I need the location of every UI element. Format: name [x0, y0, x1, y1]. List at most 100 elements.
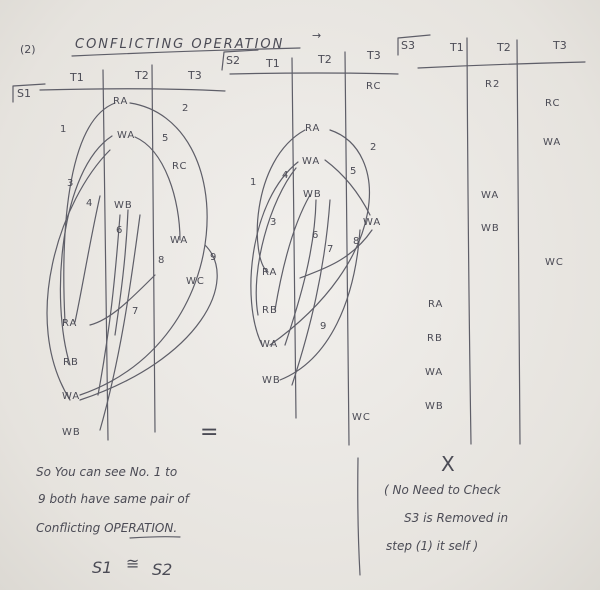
s2-op-4: WB: [303, 189, 322, 200]
s1-arc-9: [79, 244, 218, 401]
s2-column-divider-2: [344, 51, 350, 446]
s1-arc-5: [134, 136, 181, 241]
s2-op-5: WA: [363, 217, 382, 228]
s1-col-t1: T1: [70, 71, 84, 84]
equivalence-right: S2: [152, 560, 173, 579]
s1-op-5: WA: [170, 235, 189, 246]
s1-arc-6: [97, 214, 121, 396]
s3-note-line-2: S3 is Removed in: [404, 511, 509, 525]
s2-pair-9: 9: [320, 321, 327, 332]
s2-op-9: WB: [262, 375, 281, 386]
s2-arc-7: [291, 199, 331, 386]
s1-op-10: WB: [62, 427, 81, 438]
s1-pair-2: 2: [182, 103, 189, 114]
s2-pair-1: 1: [250, 177, 257, 188]
s1-op-4: WB: [114, 200, 133, 211]
s1-header-underline: [39, 88, 226, 92]
s2-col-t2: T2: [318, 53, 332, 66]
s1-arc-3: [59, 135, 113, 366]
s1-pair-6: 6: [116, 225, 123, 236]
conclusion-line-2: 9 both have same pair of: [38, 492, 189, 506]
s1-op-1: RA: [113, 96, 129, 107]
s3-op-6: WC: [545, 257, 564, 268]
s3-col-t1: T1: [450, 41, 464, 54]
s3-col-t2: T2: [497, 41, 511, 54]
s2-arc-1: [256, 129, 306, 273]
s1-arc-10: [99, 214, 141, 431]
s1-op-9: WA: [62, 391, 81, 402]
s2-pair-6: 6: [312, 230, 319, 241]
s3-op-8: RB: [427, 333, 443, 344]
heading-number: (2): [20, 43, 36, 56]
s2-arc-4: [324, 159, 371, 216]
equivalence-underline: [129, 536, 181, 539]
s2-arc-5: [274, 194, 311, 311]
s1-op-3: RC: [172, 161, 188, 172]
s2-pair-5: 5: [350, 166, 357, 177]
s3-cross-mark: X: [441, 452, 455, 476]
conclusion-line-1: So You can see No. 1 to: [36, 465, 178, 479]
s1-op-2: WA: [117, 130, 136, 141]
s1-pair-1: 1: [60, 124, 67, 135]
s1-col-t3: T3: [188, 69, 202, 82]
s1-pair-3: 3: [67, 178, 74, 189]
s1-op-8: RB: [63, 357, 79, 368]
s3-op-9: WA: [425, 367, 444, 378]
s1-pair-5: 5: [162, 133, 169, 144]
s3-op-1: R2: [485, 79, 501, 90]
s1-pair-4: 4: [86, 198, 93, 209]
s1-arc-8: [89, 274, 156, 326]
s3-op-3: WA: [543, 137, 562, 148]
s2-arc-9: [255, 167, 297, 316]
s3-label: S3: [401, 39, 415, 52]
s3-op-7: RA: [428, 299, 444, 310]
bottom-divider: [357, 457, 361, 576]
equivalence-left: S1: [92, 558, 113, 577]
s2-arc-6: [284, 199, 317, 346]
s1-arc-7: [114, 209, 129, 336]
s1-pair-7: 7: [132, 306, 139, 317]
s3-header-underline: [417, 61, 586, 69]
s2-op-6: RA: [262, 267, 278, 278]
s2-header-underline: [229, 72, 399, 75]
equivalence-symbol: ≅: [126, 554, 140, 573]
s3-note-line-1: ( No Need to Check: [384, 483, 501, 497]
s3-label-box: [397, 34, 431, 56]
s2-arc-10: [279, 229, 361, 381]
s2-op-1: RC: [366, 81, 382, 92]
s3-op-4: WA: [481, 190, 500, 201]
s2-pair-8: 8: [353, 236, 360, 247]
s2-op-7: RB: [262, 305, 278, 316]
s2-pair-2: 2: [370, 142, 377, 153]
s1-op-6: WC: [186, 276, 205, 287]
s2-label: S2: [226, 54, 240, 67]
title-underline: [71, 47, 301, 57]
s1-arc-1: [63, 102, 116, 323]
s3-op-2: RC: [545, 98, 561, 109]
heading-title: CONFLICTING OPERATION: [75, 37, 285, 52]
s1-label: S1: [17, 87, 31, 100]
s2-col-t3: T3: [367, 49, 381, 62]
s2-op-8: WA: [260, 339, 279, 350]
s3-op-10: WB: [425, 401, 444, 412]
s3-note-line-3: step (1) it self ): [386, 539, 479, 553]
s3-op-5: WB: [481, 223, 500, 234]
s1-column-divider-2: [151, 64, 156, 433]
s3-column-divider-2: [516, 39, 521, 445]
equals-sign: =: [200, 420, 219, 445]
s2-pair-7: 7: [327, 244, 334, 255]
s2-arc-2: [269, 129, 370, 346]
s1-pair-9: 9: [210, 252, 217, 263]
s2-pair-4: 4: [282, 170, 289, 181]
s2-column-divider-1: [291, 57, 297, 419]
s2-col-t1: T1: [266, 57, 280, 70]
s2-arc-3: [250, 161, 299, 346]
s1-op-7: RA: [62, 318, 78, 329]
s2-op-3: WA: [302, 156, 321, 167]
s2-arc-8: [299, 229, 373, 279]
heading-arrow: →: [312, 29, 322, 42]
s1-arc-2: [79, 102, 208, 396]
s3-column-divider-1: [466, 37, 472, 445]
s1-pair-8: 8: [158, 255, 165, 266]
